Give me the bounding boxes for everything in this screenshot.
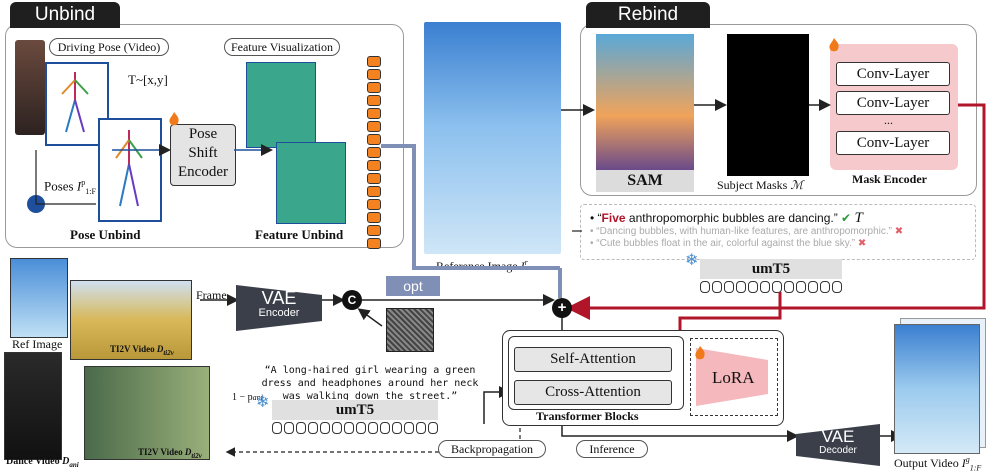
mask-encoder-label: Mask Encoder: [852, 172, 927, 186]
pose-skeleton-front: [115, 130, 143, 207]
lora-fire-icon: [695, 346, 705, 360]
lora-box: [690, 338, 778, 416]
subject-masks-label: Subject Masks ℳ: [717, 178, 804, 192]
ti2v-video-girl: [84, 366, 210, 460]
pose-unbind-label: Pose Unbind: [70, 227, 141, 242]
ref-image-thumb: [10, 258, 68, 338]
prompt-text: “A long-haired girl wearing a green dres…: [261, 365, 479, 402]
girl-photo: [15, 40, 45, 135]
lora-shape: [696, 348, 768, 406]
feature-unbind-label: Feature Unbind: [255, 227, 344, 242]
umt5-bottom-tokens: [272, 422, 438, 434]
encoder-line-2: Shift: [188, 145, 218, 161]
vae-decoder-label: VAE Decoder: [819, 427, 857, 456]
conv-dots: ...: [884, 113, 893, 127]
caption-positive: • “Five anthropomorphic bubbles are danc…: [590, 210, 863, 226]
concat-node: C: [342, 290, 362, 310]
caption-highlight: Five: [601, 211, 626, 225]
conv-layer-2: Conv-Layer: [836, 91, 950, 115]
noise-frames: [386, 308, 434, 352]
ti2v-video-label: TI2V Video Dti2v: [110, 344, 174, 357]
feature-visualization-label: Feature Visualization: [224, 38, 340, 56]
self-attention-block: Self-Attention: [514, 347, 672, 372]
vae-decoder-shape: [796, 424, 880, 466]
conv-layer-1: Conv-Layer: [836, 62, 950, 86]
conv-layer-3: Conv-Layer: [836, 131, 950, 155]
city-image: [596, 34, 694, 170]
snowflake-icon-2: ❄: [256, 394, 270, 411]
encoder-line-1: Pose: [188, 126, 218, 142]
inference-label: Inference: [576, 440, 648, 458]
vae-encoder-label: VAE Encoder: [258, 288, 300, 319]
opt-label: opt: [386, 276, 440, 296]
snowflake-icon: ❄: [685, 252, 699, 269]
caption-negative-2: • “Cute bubbles float in the air, colorf…: [590, 238, 867, 249]
feature-map-back: [246, 62, 316, 148]
encoder-line-3: Encoder: [178, 164, 228, 180]
ti2v-video-label-2: TI2V Video Dti2v: [138, 447, 202, 460]
umt5-top-tokens: [700, 281, 842, 293]
plus-node: +: [552, 298, 572, 318]
subject-masks-image: [727, 34, 809, 176]
reference-image: [424, 22, 561, 254]
transformer-blocks-label: Transformer Blocks: [536, 409, 639, 423]
caption-negative-1: • “Dancing bubbles, with human-like feat…: [590, 226, 904, 237]
shift-label: T~[x,y]: [128, 72, 168, 87]
dance-video-thumb: [4, 352, 62, 460]
unbind-tab: Unbind: [10, 2, 120, 28]
ti2v-video-field: [70, 280, 192, 360]
poses-label: Poses Ip1:F: [44, 178, 96, 196]
driving-pose-label: Driving Pose (Video): [49, 38, 169, 56]
sam-label: SAM: [596, 170, 694, 192]
ref-image-label: Ref Image: [12, 337, 63, 351]
dance-video-label: Dance Video Dani: [6, 456, 79, 469]
output-video: [894, 324, 980, 454]
vae-encoder-shape: [236, 285, 322, 331]
backpropagation-label: Backpropagation: [438, 440, 546, 458]
output-video-label: Output Video Ig1:F: [894, 455, 982, 473]
mask-encoder-fire-icon: [829, 38, 839, 52]
fire-icon: [169, 112, 179, 126]
pose-shift-encoder: Pose Shift Encoder: [170, 124, 236, 186]
cross-attention-block: Cross-Attention: [514, 380, 672, 405]
umt5-bottom: umT5: [272, 400, 438, 420]
pose-skeleton-back: [61, 72, 89, 133]
prob-label: 1 − pani: [232, 392, 263, 403]
feature-map-front: [276, 142, 346, 224]
lora-label: LoRA: [712, 368, 755, 387]
rebind-tab: Rebind: [586, 2, 710, 28]
token-column: [367, 56, 381, 249]
umt5-top: umT5: [700, 259, 842, 279]
frame-label: Frame: [196, 288, 227, 302]
